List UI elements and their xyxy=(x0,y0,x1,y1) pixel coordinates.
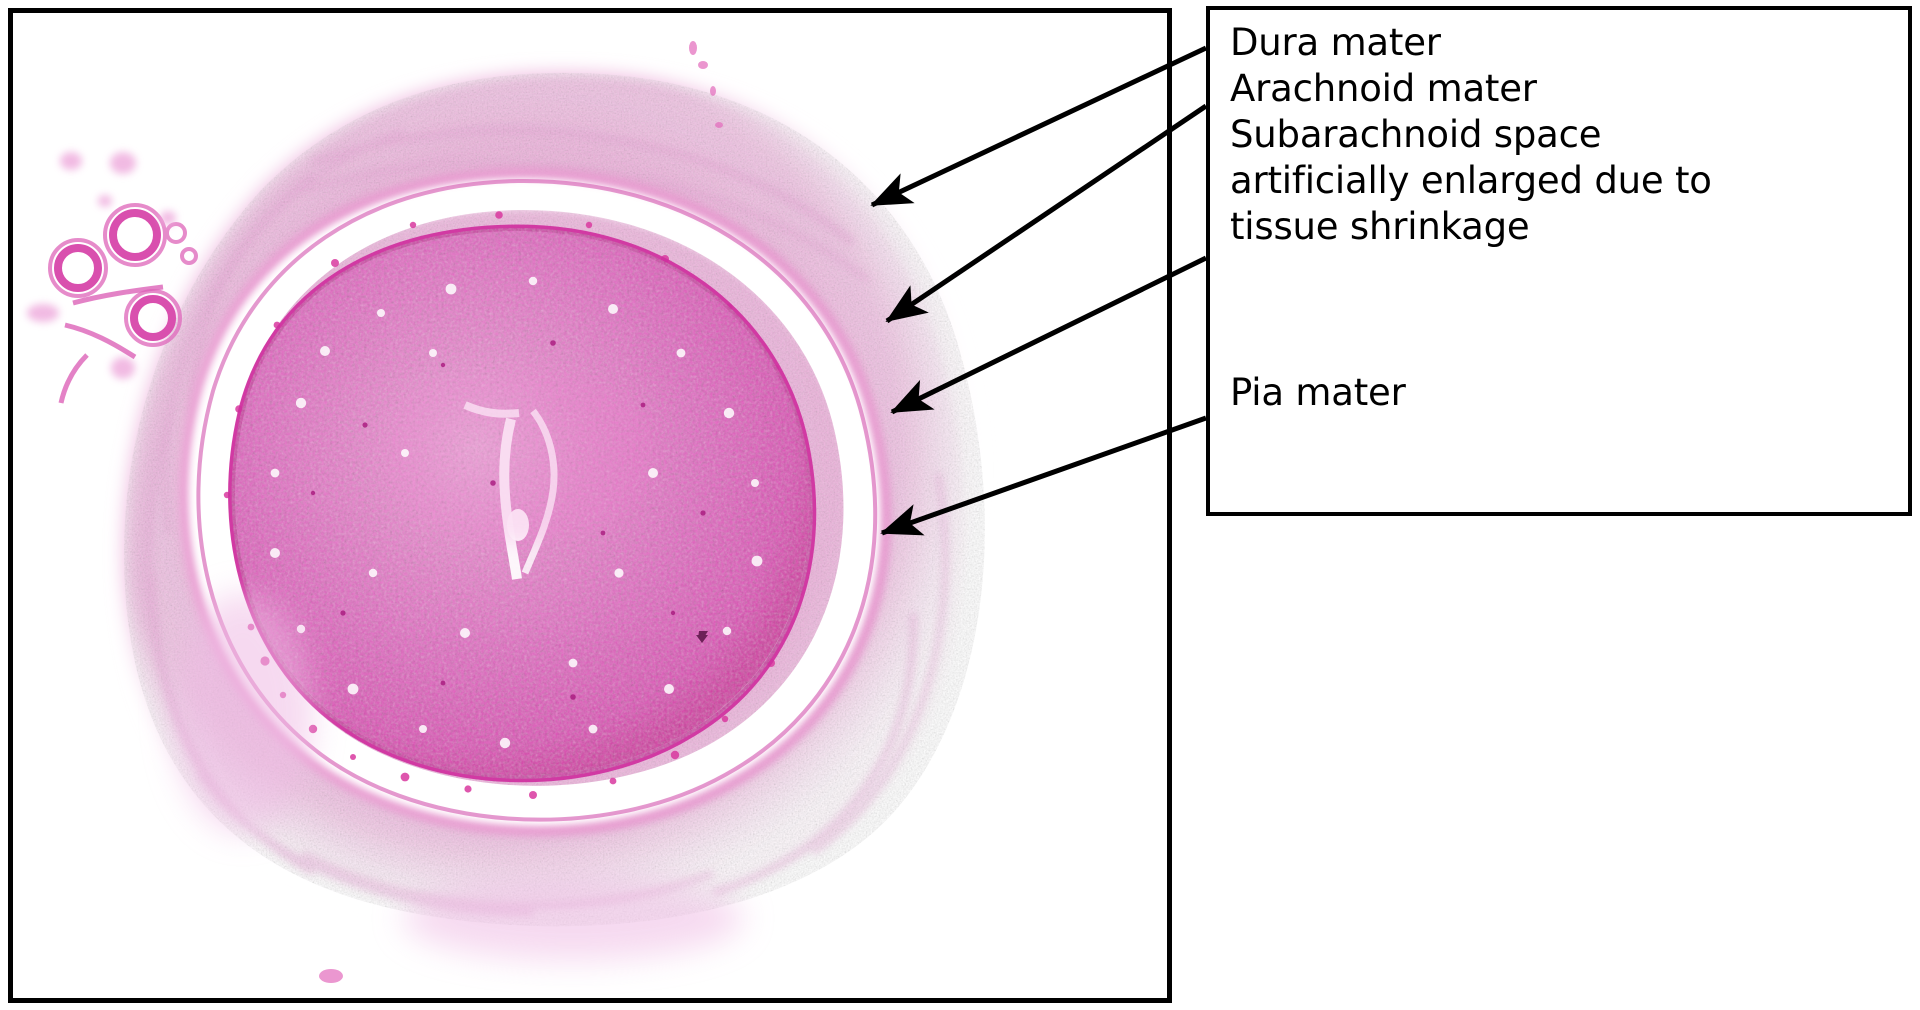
micrograph-frame xyxy=(8,8,1172,1003)
peripheral-vessel-cluster xyxy=(27,152,198,404)
spinal-cord-core xyxy=(231,228,813,779)
legend-text-pia-mater: Pia mater xyxy=(1230,371,1406,414)
annotation-label-box: Dura mater Arachnoid mater Subarachnoid … xyxy=(1206,6,1912,516)
slide-artifacts xyxy=(173,41,743,983)
arachnoid-mater-layer xyxy=(179,168,891,836)
histology-micrograph-image xyxy=(13,13,1167,998)
legend-text-primary: Dura mater Arachnoid mater Subarachnoid … xyxy=(1230,21,1712,248)
